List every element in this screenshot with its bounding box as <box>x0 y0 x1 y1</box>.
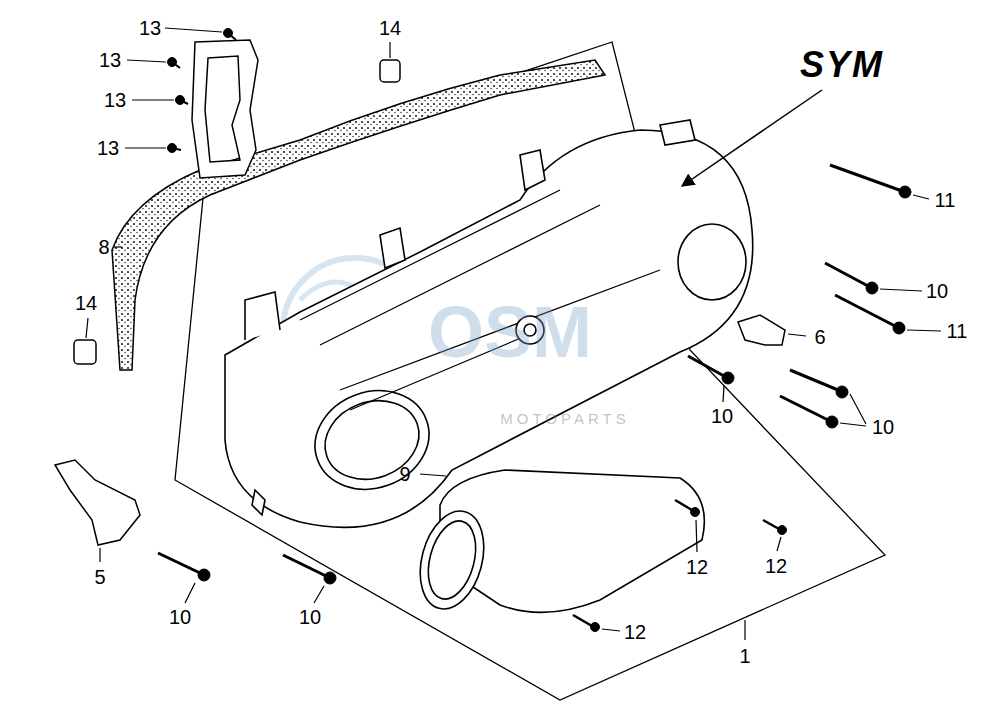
bracket <box>55 460 140 545</box>
callout-number: 10 <box>299 607 321 627</box>
crankcase-cover <box>225 120 753 527</box>
callout-number: 14 <box>379 18 401 38</box>
callout-number: 10 <box>872 417 894 437</box>
callout-number: 14 <box>75 293 97 313</box>
callout-number: 10 <box>711 406 733 426</box>
callout-number: 13 <box>104 90 126 110</box>
callout-number: 12 <box>624 622 646 642</box>
callout-number: 13 <box>99 50 121 70</box>
assembly-frame <box>175 42 885 700</box>
callout-number: 10 <box>169 607 191 627</box>
bolt <box>158 29 911 632</box>
dowel-pin <box>74 60 400 364</box>
callout-number: 5 <box>94 567 105 587</box>
callout-number: 10 <box>926 281 948 301</box>
callout-number: 1 <box>739 646 750 666</box>
brand-logo: SYM <box>800 47 884 83</box>
callout-number: 11 <box>935 190 956 210</box>
callout-number: 13 <box>97 138 119 158</box>
callout-number: 12 <box>686 557 708 577</box>
cover-plate <box>192 40 258 178</box>
watermark: MOTOPARTS <box>500 411 629 426</box>
callout-number: 9 <box>399 464 410 484</box>
bracket <box>738 315 785 345</box>
callout-number: 8 <box>98 237 109 257</box>
callout-number: 6 <box>814 327 825 347</box>
callout-number: 13 <box>139 18 161 38</box>
watermark: OSM <box>428 296 592 368</box>
pointer-arrow <box>682 90 822 186</box>
air-duct <box>410 470 704 616</box>
leader-line <box>86 28 941 640</box>
callout-number: 11 <box>947 321 968 341</box>
callout-number: 12 <box>765 556 787 576</box>
